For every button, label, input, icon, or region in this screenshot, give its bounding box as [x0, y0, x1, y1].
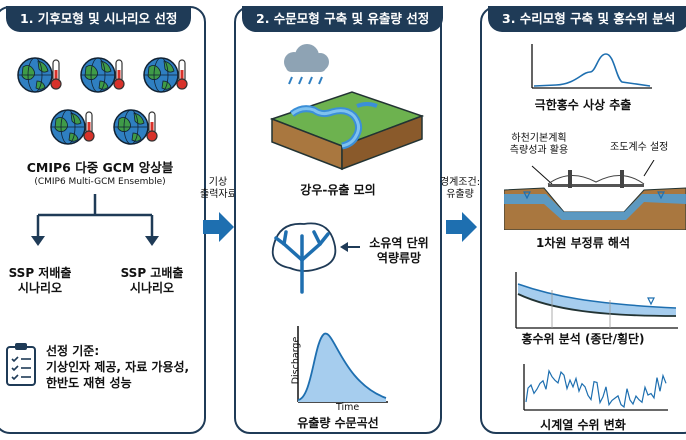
branch-arrows: [31, 194, 159, 246]
extreme-event-label: 극한홍수 사상 추출: [534, 98, 632, 112]
flood-level-label: 홍수위 분석 (종단/횡단): [521, 332, 645, 346]
hydrograph-label: 유출량 수문곡선: [297, 416, 379, 430]
river-network-icon: [271, 222, 337, 294]
arrow1-icon: [203, 212, 234, 242]
discharge-axis-label: Discharge: [290, 336, 302, 385]
arrow2-label: 경계조건:유출량: [439, 177, 481, 200]
pointer-arrow: [340, 242, 360, 252]
rainfall-runoff-label: 강우-유출 모의: [300, 183, 376, 197]
ensemble-sub: (CMIP6 Multi-GCM Ensemble): [34, 177, 166, 187]
clipboard-icon: [6, 343, 36, 386]
roughness-label: 조도계수 설정: [610, 142, 669, 153]
extreme-event-chart: [531, 44, 652, 89]
timeseries-label: 시계열 수위 변화: [540, 418, 626, 432]
panel3-title: 3. 수리모형 구축 및 홍수위 분석: [488, 6, 686, 32]
longitudinal-profile-chart: [515, 272, 678, 329]
arrow2-icon: [446, 212, 477, 242]
time-axis-label: Time: [336, 402, 360, 413]
panel1-title: 1. 기후모형 및 시나리오 선정: [6, 6, 192, 32]
gcm-globes-icon: [17, 57, 188, 145]
ensemble-label: CMIP6 다중 GCM 앙상블: [26, 160, 174, 175]
timeseries-chart: [523, 364, 668, 411]
panel2-title: 2. 수문모형 구축 및 유출량 선정: [242, 6, 444, 32]
criteria-text: 선정 기준: 기상인자 제공, 자료 가용성, 한반도 재현 성능: [46, 344, 190, 390]
unsteady-flow-label: 1차원 부정류 해석: [536, 236, 630, 250]
watershed-block-icon: [269, 44, 425, 171]
bridge-cross-section-icon: [504, 160, 686, 230]
hydrograph-chart: [297, 326, 388, 403]
